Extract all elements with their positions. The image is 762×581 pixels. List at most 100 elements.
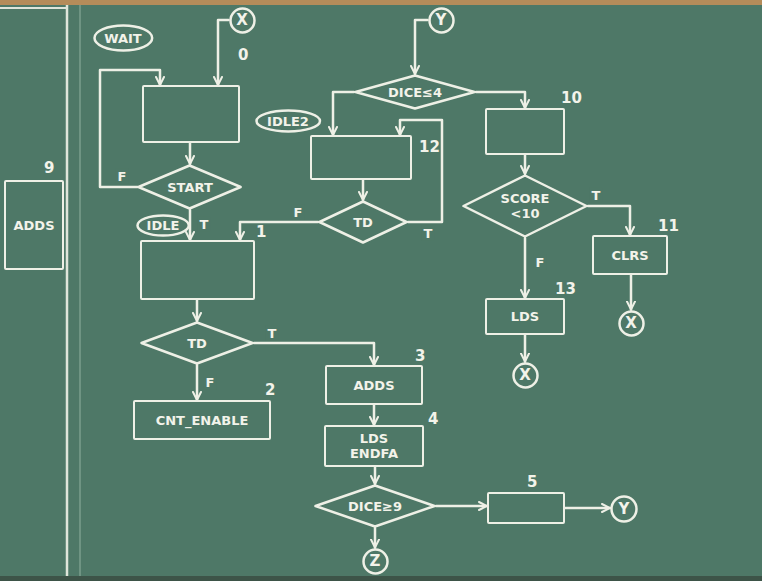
state-number: 10 [561,90,582,107]
decision-diamond: TD [140,321,254,365]
node-text: IDLE [147,218,180,233]
state-number: 4 [428,411,438,428]
connector-circle: X [512,362,539,389]
node-text: DICE≥9 [348,499,402,514]
outline [256,111,319,132]
node-text: X [625,315,637,332]
outline [316,486,435,527]
state-box: LDS ENDFA4 [324,425,424,467]
outline [230,8,254,32]
flow-arrow [524,335,527,362]
outline [142,323,253,364]
outline [363,549,387,573]
outline [356,76,475,109]
state-box: 10 [485,108,565,155]
flow-arrow [240,222,318,240]
branch-label: T [422,226,435,241]
flow-arrow [588,206,630,235]
node-text: SCORE <10 [497,191,553,221]
node-text: WAIT [104,31,142,46]
state-name-oval: IDLE [136,214,190,237]
board-frame [0,576,762,581]
state-box: 1 [140,240,255,300]
flow-arrow [100,70,160,187]
state-number: 9 [44,160,54,177]
outline [137,215,188,235]
node-text: Z [370,553,381,570]
outline [139,166,241,209]
board-frame [0,0,762,5]
decision-diamond: DICE≤4 [354,74,476,110]
state-number: 11 [658,218,679,235]
flow-arrow [524,155,527,174]
flow-arrow [362,180,365,200]
outline [513,363,537,387]
state-box: 12 [310,135,412,180]
flow-arrow [254,343,374,365]
connector-circle: X [618,310,645,337]
flow-arrow [415,20,428,74]
decision-diamond: SCORE <10 [462,174,588,238]
branch-label: T [266,326,279,341]
state-box: 0 [142,85,240,143]
flow-arrow [218,20,229,85]
node-text: TD [353,215,373,230]
flow-arrow [565,507,610,510]
node-text: IDLE2 [267,114,309,129]
branch-label: T [590,188,603,203]
decision-diamond: TD [318,200,408,244]
node-text: LDS ENDFA [346,431,402,461]
branch-label: F [292,205,305,220]
connector-circle: Y [610,495,638,523]
outline [429,8,453,32]
outline [612,497,637,522]
outline [619,311,643,335]
branch-label: F [204,375,217,390]
flow-arrow [196,365,199,400]
flow-arrow [524,238,527,298]
state-box: CLRS11 [592,235,668,275]
node-text: CLRS [611,248,648,263]
node-text: Y [436,12,447,29]
node-text: ADDS [13,218,54,233]
node-text: ADDS [353,378,394,393]
node-text: Y [619,501,630,518]
state-number: 12 [419,139,440,156]
flow-arrow [436,505,487,508]
state-box: ADDS9 [4,180,64,270]
state-number: 3 [415,348,425,365]
flow-arrow [630,275,633,310]
node-text: DICE≤4 [388,85,442,100]
outline [320,202,407,243]
connector-circle: Z [362,548,389,575]
outline [94,26,152,51]
node-text: TD [187,336,207,351]
node-text: START [167,180,213,195]
state-box: 5 [487,492,565,524]
node-text: X [519,367,531,384]
state-number: 2 [265,382,275,399]
panel-divider [79,5,81,576]
state-number: 1 [256,224,266,241]
branch-label: F [534,255,547,270]
flow-arrow [189,143,192,164]
state-box: ADDS3 [325,365,423,405]
panel-divider [66,5,69,576]
branch-label: F [116,169,129,184]
state-name-oval: WAIT [93,24,154,52]
node-text: LDS [511,309,539,324]
connector-circle: Y [428,7,455,34]
flow-arrow [373,405,376,425]
connector-circle: X [229,7,256,34]
branch-label: T [198,217,211,232]
node-text: X [236,12,248,29]
state-number: 5 [527,474,537,491]
outline [464,176,587,237]
flow-arrow [476,92,525,108]
decision-diamond: START [137,164,242,210]
flow-arrow [374,528,377,548]
panel-edge [0,7,67,9]
